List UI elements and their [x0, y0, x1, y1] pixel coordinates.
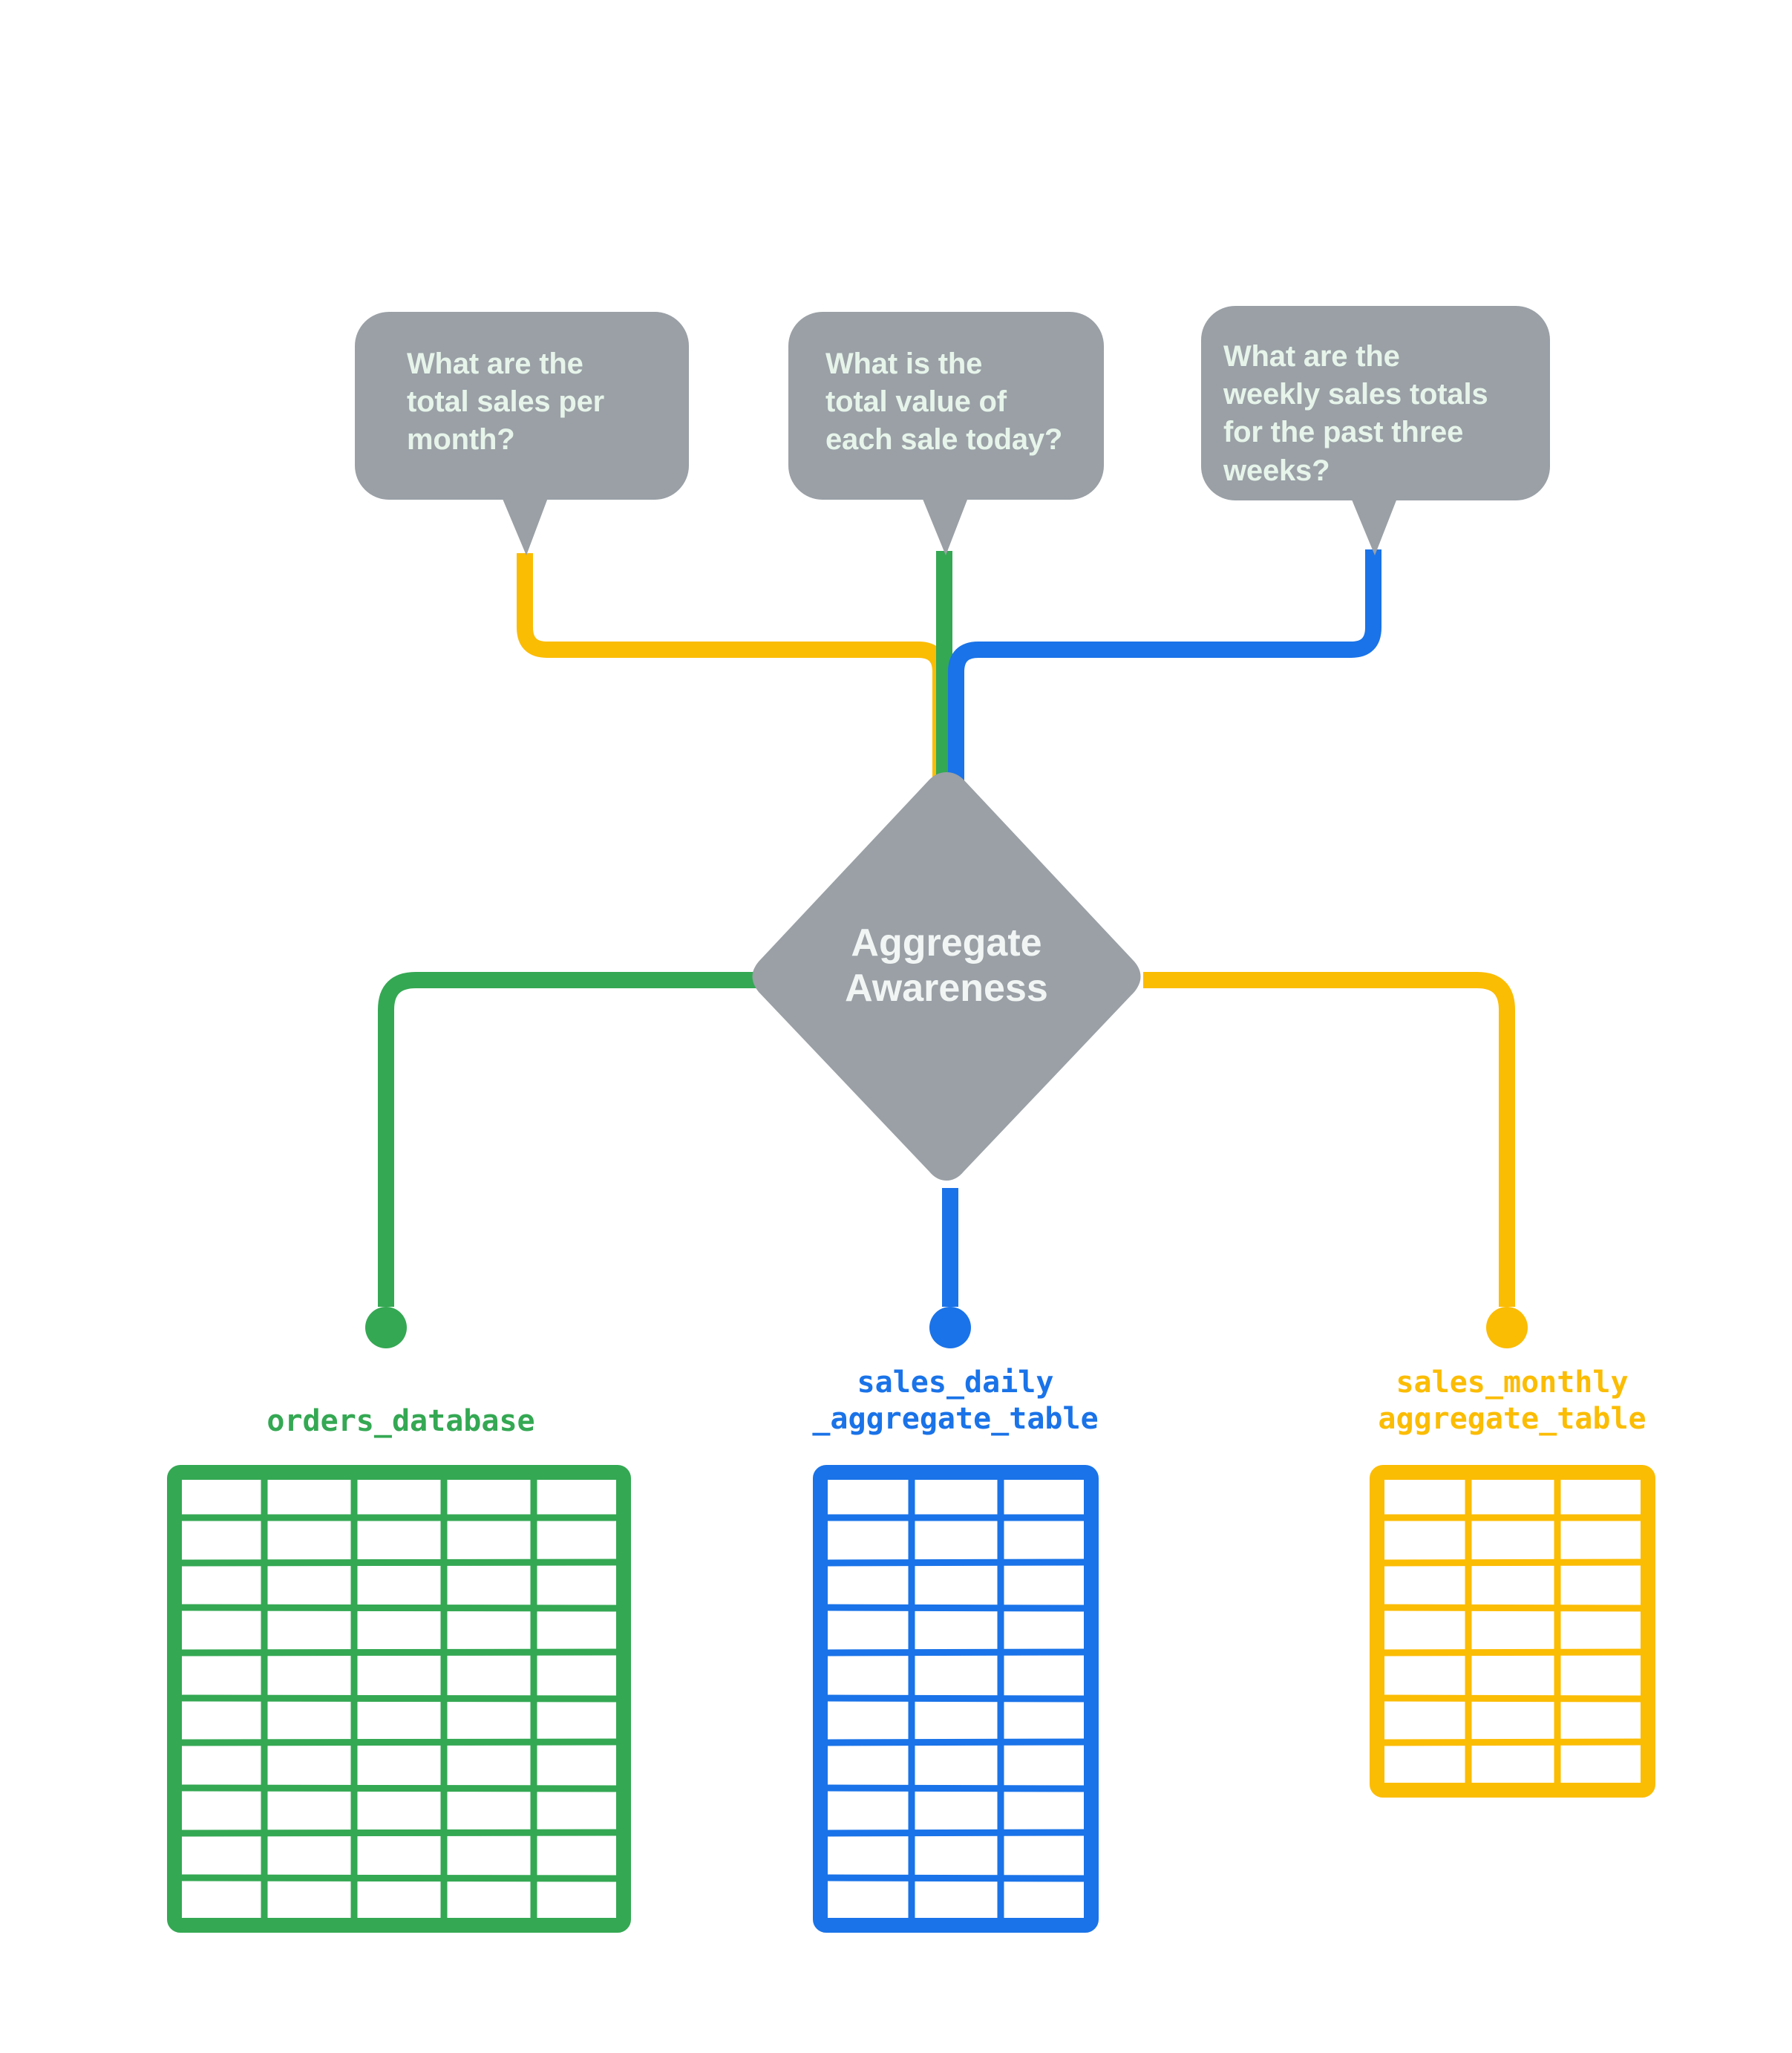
table-grid-sales-daily[interactable]	[813, 1465, 1099, 1933]
endpoint-dot-orders-database	[365, 1307, 407, 1348]
edge-node-to-orders-database	[378, 972, 768, 1307]
question-bubble-monthly-sales[interactable]	[355, 312, 689, 555]
table-grid-sales-monthly[interactable]	[1370, 1465, 1655, 1798]
table-caption-orders-database: orders_database	[266, 1404, 535, 1438]
table-caption-sales-monthly: sales_monthly aggregate_table	[1378, 1365, 1647, 1436]
question-label-weekly-sales: What are the weekly sales totals for the…	[1223, 340, 1488, 487]
endpoint-dot-sales-daily	[929, 1307, 971, 1348]
aggregate-awareness-node[interactable]	[752, 772, 1141, 1181]
edge-question-weekly-to-node	[948, 549, 1381, 789]
question-bubble-daily-sale-value[interactable]	[788, 312, 1104, 555]
table-grid-orders-database[interactable]	[167, 1465, 631, 1933]
endpoint-dot-sales-monthly	[1486, 1307, 1528, 1348]
question-label-monthly-sales: What are the total sales per month?	[407, 347, 605, 457]
table-caption-sales-daily: sales_daily _aggregate_table	[812, 1365, 1099, 1436]
edge-node-to-sales-monthly	[1143, 972, 1515, 1307]
question-label-daily-sale-value: What is the total value of each sale tod…	[825, 347, 1063, 457]
aggregate-awareness-label: Aggregate Awareness	[845, 921, 1048, 1011]
question-bubble-weekly-sales[interactable]	[1201, 306, 1550, 555]
